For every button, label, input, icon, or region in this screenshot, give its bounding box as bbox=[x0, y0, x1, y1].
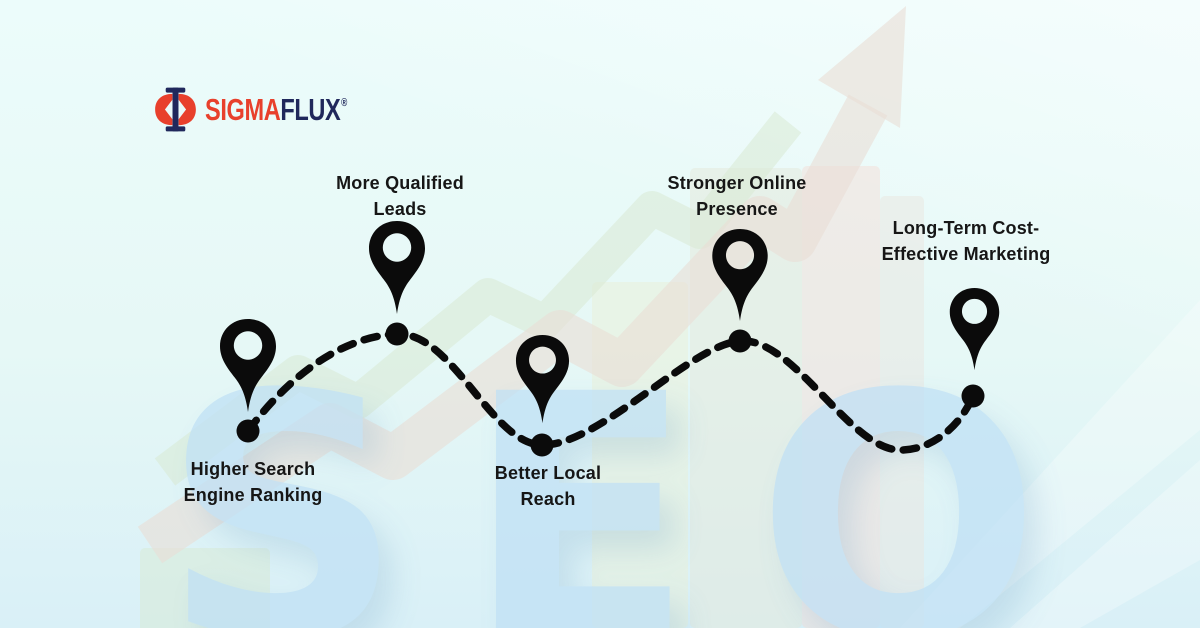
milestone-label-line: Effective Marketing bbox=[881, 244, 1051, 264]
milestone-label: Better Local Reach bbox=[495, 460, 601, 512]
milestone-label-line: Leads bbox=[373, 199, 427, 219]
map-pin-icon bbox=[220, 319, 276, 412]
map-pin-icon bbox=[712, 228, 768, 322]
growth-zigzag-green bbox=[154, 111, 802, 486]
milestone-label-line: Long-Term Cost- bbox=[892, 218, 1040, 238]
map-pin-icon bbox=[369, 221, 425, 314]
milestone-label-line: More Qualified bbox=[336, 173, 464, 193]
chart-bar bbox=[140, 548, 270, 628]
route-dot bbox=[385, 322, 409, 346]
route-dot bbox=[728, 329, 752, 353]
brand-logo: SIGMAFLUX® bbox=[152, 86, 392, 133]
route-dot bbox=[961, 384, 985, 408]
milestone-label: Stronger Online Presence bbox=[667, 170, 806, 222]
milestone-label: Long-Term Cost- Effective Marketing bbox=[882, 215, 1051, 267]
milestone-label-line: Engine Ranking bbox=[183, 485, 323, 505]
light-rays bbox=[900, 300, 1200, 628]
seo-watermark: SEO bbox=[162, 324, 1103, 628]
chart-bar bbox=[880, 196, 924, 628]
brand-name-sigma: SIGMA bbox=[205, 92, 281, 127]
brand-name-flux: FLUX bbox=[280, 92, 341, 127]
milestone-label: Higher Search Engine Ranking bbox=[184, 456, 323, 508]
chart-bar bbox=[802, 166, 880, 628]
registered-mark-icon: ® bbox=[341, 97, 347, 109]
map-pin-icon bbox=[515, 334, 570, 424]
map-pin-icon bbox=[949, 287, 1000, 371]
route-dot bbox=[530, 433, 554, 457]
milestone-label: More Qualified Leads bbox=[336, 170, 464, 222]
milestone-label-line: Better Local bbox=[494, 463, 602, 483]
milestone-label-line: Higher Search bbox=[190, 459, 316, 479]
milestone-label-line: Stronger Online bbox=[667, 173, 807, 193]
milestone-label-line: Reach bbox=[520, 489, 576, 509]
milestone-label-line: Presence bbox=[696, 199, 778, 219]
growth-zigzag-arrow-icon bbox=[137, 6, 906, 564]
sigmaflux-logo-icon bbox=[155, 87, 196, 132]
logo-i-beam bbox=[165, 87, 186, 132]
brand-wordmark: SIGMAFLUX® bbox=[205, 94, 347, 125]
route-path bbox=[244, 330, 977, 454]
route-dot bbox=[236, 419, 260, 443]
